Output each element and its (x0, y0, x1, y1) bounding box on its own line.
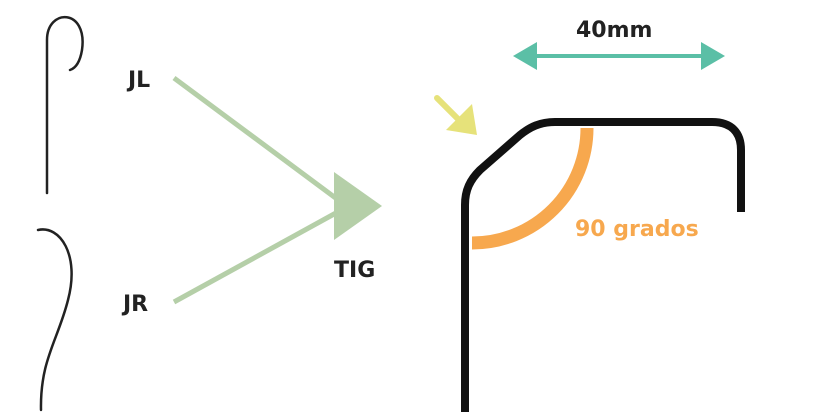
jl-label: JL (128, 68, 151, 93)
angle-arc-icon (471, 127, 594, 250)
tig-label: TIG (334, 258, 376, 283)
double-arrow-icon (513, 42, 725, 70)
pointer-arrow-icon (434, 95, 477, 135)
jr-label: JR (123, 292, 149, 317)
converging-arrow-icon (172, 75, 382, 305)
jr-catheter-curve-icon (36, 228, 73, 412)
dimension-label: 40mm (576, 18, 653, 43)
angle-label: 90 grados (575, 217, 699, 242)
jl-catheter-curve-icon (45, 15, 84, 195)
tig-catheter-tip-icon (461, 118, 745, 412)
